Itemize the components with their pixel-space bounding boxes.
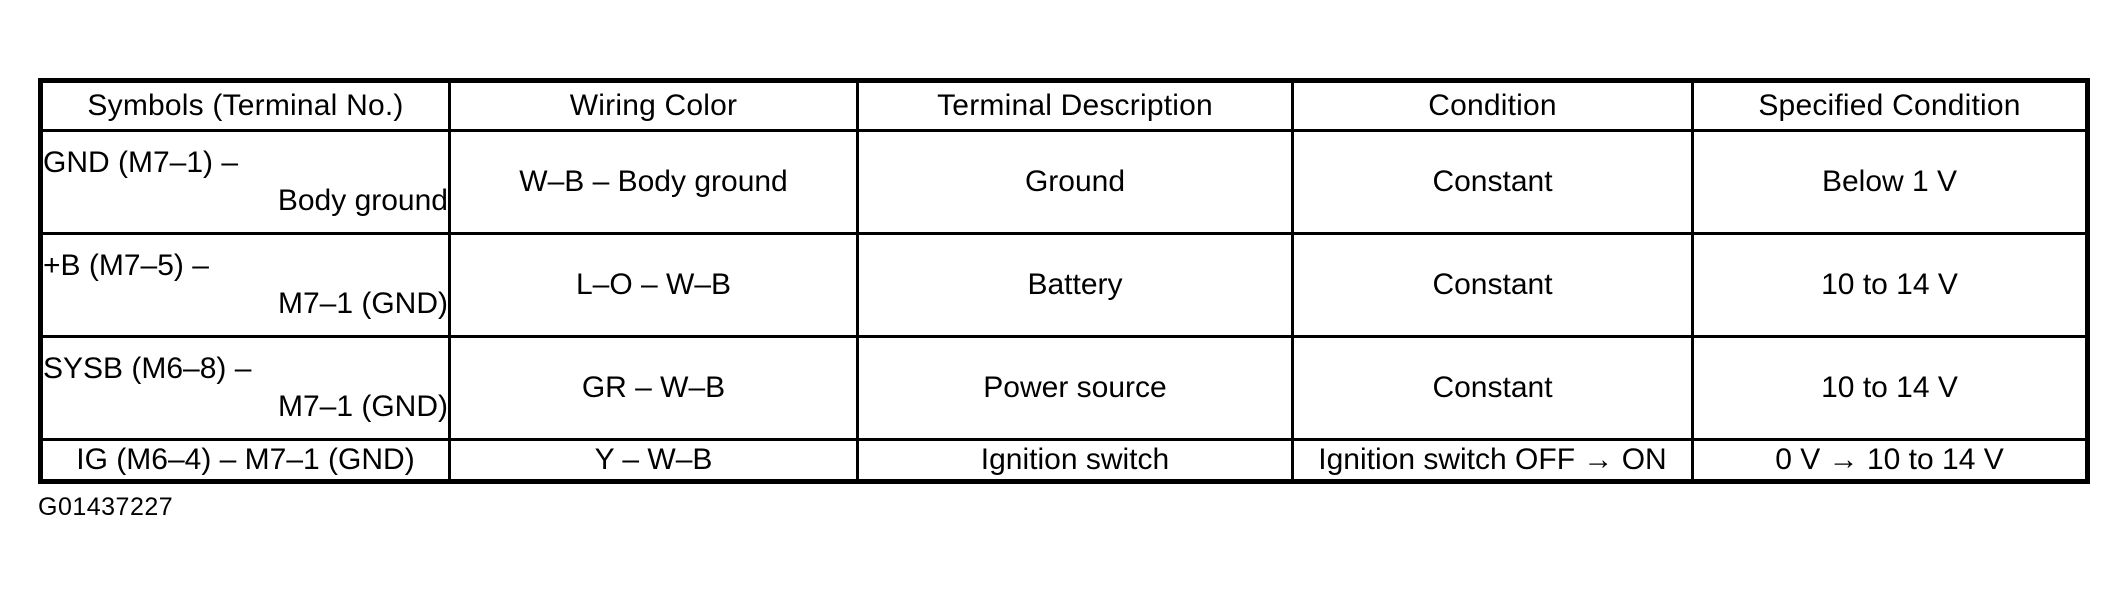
cell-symbols-line-2: M7–1 (GND) [277, 287, 448, 320]
cell-specified-condition: 10 to 14 V [1691, 335, 2089, 441]
cell-condition: Constant [1291, 335, 1694, 441]
cell-symbols-line-1: SYSB (M6–8) – [43, 352, 252, 386]
terminal-inspection-table: Symbols (Terminal No.) Wiring Color Term… [38, 78, 2090, 484]
table-header-row: Symbols (Terminal No.) Wiring Color Term… [39, 79, 2089, 132]
cell-condition: Ignition switch OFF → ON [1291, 438, 1694, 483]
cell-terminal-description: Ground [856, 129, 1294, 235]
table-row: +B (M7–5) – M7–1 (GND) L–O – W–B Battery… [39, 232, 2089, 338]
table-row: GND (M7–1) – Body ground W–B – Body grou… [39, 129, 2089, 235]
cell-symbols: IG (M6–4) – M7–1 (GND) [39, 438, 451, 483]
cell-wiring-color: GR – W–B [448, 335, 859, 441]
cell-symbols: GND (M7–1) – Body ground [39, 129, 451, 235]
cell-symbols: SYSB (M6–8) – M7–1 (GND) [39, 335, 451, 441]
cell-specified-condition: Below 1 V [1691, 129, 2089, 235]
cell-wiring-color: Y – W–B [448, 438, 859, 483]
cell-condition: Constant [1291, 129, 1694, 235]
cell-wiring-color: L–O – W–B [448, 232, 859, 338]
cell-specified-condition: 10 to 14 V [1691, 232, 2089, 338]
cell-terminal-description: Power source [856, 335, 1294, 441]
cell-terminal-description: Battery [856, 232, 1294, 338]
column-header-terminal-description: Terminal Description [856, 79, 1294, 132]
cell-condition: Constant [1291, 232, 1694, 338]
table-row: IG (M6–4) – M7–1 (GND) Y – W–B Ignition … [39, 438, 2089, 483]
cell-symbols-line-2: Body ground [277, 184, 448, 217]
table-row: SYSB (M6–8) – M7–1 (GND) GR – W–B Power … [39, 335, 2089, 441]
cell-symbols-line-1: IG (M6–4) – M7–1 (GND) [76, 443, 415, 476]
cell-terminal-description: Ignition switch [856, 438, 1294, 483]
cell-symbols-line-2: M7–1 (GND) [277, 390, 448, 423]
cell-wiring-color: W–B – Body ground [448, 129, 859, 235]
column-header-specified-condition: Specified Condition [1691, 79, 2089, 132]
column-header-condition: Condition [1291, 79, 1694, 132]
cell-symbols-line-1: +B (M7–5) – [43, 249, 209, 283]
cell-symbols: +B (M7–5) – M7–1 (GND) [39, 232, 451, 338]
column-header-symbols: Symbols (Terminal No.) [39, 79, 451, 132]
figure-caption: G01437227 [38, 493, 174, 521]
cell-specified-condition: 0 V → 10 to 14 V [1691, 438, 2089, 483]
column-header-wiring-color: Wiring Color [448, 79, 859, 132]
cell-symbols-line-1: GND (M7–1) – [43, 146, 239, 180]
